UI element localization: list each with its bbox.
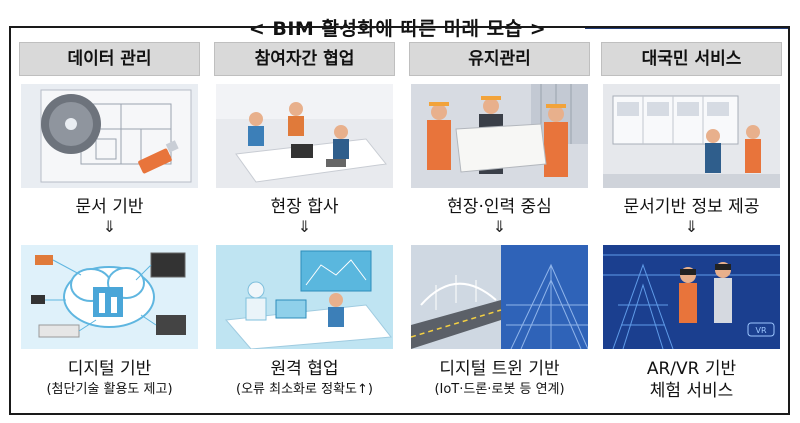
digital-cloud-illustration: [21, 245, 198, 349]
column-header: 데이터 관리: [19, 42, 200, 76]
down-arrow-icon: ⇓: [102, 217, 117, 236]
after-label: 디지털 트윈 기반: [439, 359, 560, 379]
before-label: 현장·인력 중심: [447, 197, 552, 217]
before-label: 현장 합사: [270, 197, 339, 217]
column-collaboration: 참여자간 협업 현장 합사 ⇓ 원격 협업 (오류 최소화로 정확도↑): [214, 42, 395, 404]
down-arrow-icon: ⇓: [492, 217, 507, 236]
after-sublabel: (오류 최소화로 정확도↑): [236, 382, 373, 397]
column-data-management: 데이터 관리 문서 기반 ⇓: [19, 42, 200, 404]
document-info-illustration: [603, 84, 780, 188]
after-label: AR/VR 기반: [646, 359, 737, 379]
after-sublabel: (첨단기술 활용도 제고): [46, 382, 173, 397]
before-label: 문서 기반: [75, 197, 144, 217]
content-frame: [9, 26, 790, 415]
column-public-service: 대국민 서비스 문서기반 정보 제공 ⇓ VR: [601, 42, 782, 404]
after-sublabel: (IoT·드론·로봇 등 연계): [434, 382, 565, 397]
column-header: 참여자간 협업: [214, 42, 395, 76]
after-label: 원격 협업: [270, 359, 339, 379]
ar-vr-illustration: VR: [603, 245, 780, 349]
after-sublabel: 체험 서비스: [649, 381, 734, 401]
onsite-meeting-illustration: [216, 84, 393, 188]
column-maintenance: 유지관리 현장·인력 중심 ⇓ 디지: [409, 42, 590, 404]
remote-collaboration-illustration: [216, 245, 393, 349]
vr-badge: VR: [755, 326, 766, 335]
column-header: 대국민 서비스: [601, 42, 782, 76]
before-label: 문서기반 정보 제공: [623, 197, 760, 217]
digital-twin-illustration: [411, 245, 588, 349]
after-label: 디지털 기반: [67, 359, 152, 379]
column-header: 유지관리: [409, 42, 590, 76]
down-arrow-icon: ⇓: [684, 217, 699, 236]
document-based-illustration: [21, 84, 198, 188]
field-workforce-illustration: [411, 84, 588, 188]
down-arrow-icon: ⇓: [297, 217, 312, 236]
